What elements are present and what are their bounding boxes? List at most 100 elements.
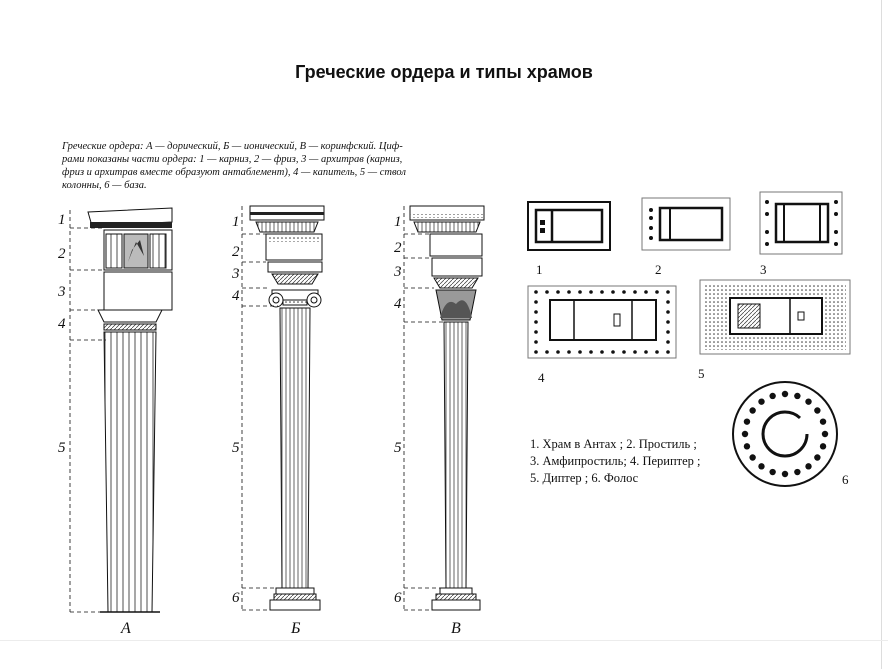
part-label: 1 <box>232 214 240 230</box>
plan-column-dot <box>578 290 582 294</box>
caption-line: фриз и архитрав вместе образуют антаблем… <box>62 167 406 178</box>
plan-number: 6 <box>842 472 849 487</box>
part-label: 1 <box>394 214 402 230</box>
tholos-column-dot <box>819 418 827 425</box>
plan-column-dot <box>589 290 593 294</box>
plan-column-dot <box>534 300 538 304</box>
plan-column-dot <box>600 350 604 354</box>
plan-column-dot <box>534 320 538 324</box>
tholos-column-dot <box>749 454 756 461</box>
plan-dipteral <box>699 279 851 355</box>
tholos-column-dot <box>743 443 751 450</box>
plan-column-dot <box>655 350 659 354</box>
plan-column-dot <box>644 350 648 354</box>
order-letter: Б <box>291 620 301 637</box>
tholos-column-dot <box>749 407 756 414</box>
plan-column-dot <box>545 290 549 294</box>
plan-number: 3 <box>760 262 767 277</box>
tholos-column-dot <box>814 407 821 414</box>
tholos-column-dot <box>805 398 812 405</box>
part-label: 6 <box>232 590 240 606</box>
plan-antae <box>527 201 611 251</box>
plan-column-dot <box>600 290 604 294</box>
plan-column-dot <box>633 290 637 294</box>
order-letter: А <box>121 620 131 637</box>
plan-column-dot <box>567 290 571 294</box>
legend-line: 1. Храм в Антах ; 2. Простиль ; <box>530 437 697 451</box>
tholos-column-dot <box>769 392 776 400</box>
part-label: 3 <box>58 284 66 300</box>
part-label: 2 <box>232 244 240 260</box>
plan-column-dot <box>556 350 560 354</box>
tholos-column-dot <box>805 463 812 470</box>
plan-column-dot <box>633 350 637 354</box>
plan-column-dot <box>666 290 670 294</box>
order-letter: В <box>451 620 461 637</box>
plan-column-dot <box>556 290 560 294</box>
plan-column-dot <box>611 290 615 294</box>
right-edge-line <box>881 0 882 669</box>
part-label: 2 <box>394 240 402 256</box>
part-guide-lines <box>69 206 444 613</box>
tholos-column-dot <box>743 418 751 425</box>
plan-column-dot <box>545 350 549 354</box>
tholos-column-dot <box>819 443 827 450</box>
plan-number: 1 <box>536 262 543 277</box>
tholos-column-dot <box>821 430 829 438</box>
part-label: 1 <box>58 212 66 228</box>
tholos-column-dot <box>794 392 801 400</box>
tholos-column-dot <box>814 454 821 461</box>
plan-column-dot <box>534 340 538 344</box>
caption-line: колонны, 6 — база. <box>62 180 147 191</box>
plan-column-dot <box>666 300 670 304</box>
tholos-column-dot <box>781 390 789 398</box>
plan-peripteral <box>527 285 677 359</box>
plan-column-dot <box>644 290 648 294</box>
plan-amphiprostyle <box>759 191 843 255</box>
part-label: 4 <box>394 296 402 312</box>
plan-column-dot <box>655 290 659 294</box>
tholos-column-dot <box>781 470 789 478</box>
plan-column-dot <box>622 290 626 294</box>
part-label: 3 <box>394 264 402 280</box>
caption-line: рами показаны части ордера: 1 — карниз, … <box>62 154 403 165</box>
part-label: 6 <box>394 590 402 606</box>
doric-column <box>87 207 173 613</box>
plan-column-dot <box>666 330 670 334</box>
part-label: 2 <box>58 246 66 262</box>
plan-number: 4 <box>538 370 545 385</box>
tholos-column-dot <box>794 468 801 476</box>
plan-column-dot <box>589 350 593 354</box>
tholos-column-dot <box>741 430 749 438</box>
legend-line: 3. Амфипростиль; 4. Периптер ; <box>530 454 701 468</box>
part-label: 5 <box>232 440 240 456</box>
part-label: 5 <box>58 440 66 456</box>
ionic-column <box>249 205 325 611</box>
page-title: Греческие ордера и типы храмов <box>295 62 593 82</box>
bottom-line <box>0 640 888 641</box>
plan-column-dot <box>611 350 615 354</box>
tholos-column-dot <box>769 468 776 476</box>
part-label: 4 <box>58 316 66 332</box>
caption-line: Греческие ордера: А — дорический, Б — ио… <box>62 141 403 152</box>
tholos-column-dot <box>758 463 765 470</box>
plan-column-dot <box>666 340 670 344</box>
plan-column-dot <box>534 310 538 314</box>
plan-column-dot <box>622 350 626 354</box>
tholos-column-dot <box>758 398 765 405</box>
part-label: 5 <box>394 440 402 456</box>
plan-column-dot <box>567 350 571 354</box>
corinthian-column <box>409 205 485 611</box>
part-label: 3 <box>232 266 240 282</box>
plan-number: 5 <box>698 366 705 381</box>
plan-column-dot <box>534 350 538 354</box>
plan-number: 2 <box>655 262 662 277</box>
plan-column-dot <box>666 310 670 314</box>
plans-legend: 1. Храм в Антах ; 2. Простиль ; 3. Амфип… <box>530 436 701 487</box>
legend-line: 5. Диптер ; 6. Фолос <box>530 471 639 485</box>
orders-caption: Греческие ордера: А — дорический, Б — ио… <box>62 140 500 192</box>
plan-column-dot <box>666 320 670 324</box>
plan-column-dot <box>534 330 538 334</box>
part-label: 4 <box>232 288 240 304</box>
